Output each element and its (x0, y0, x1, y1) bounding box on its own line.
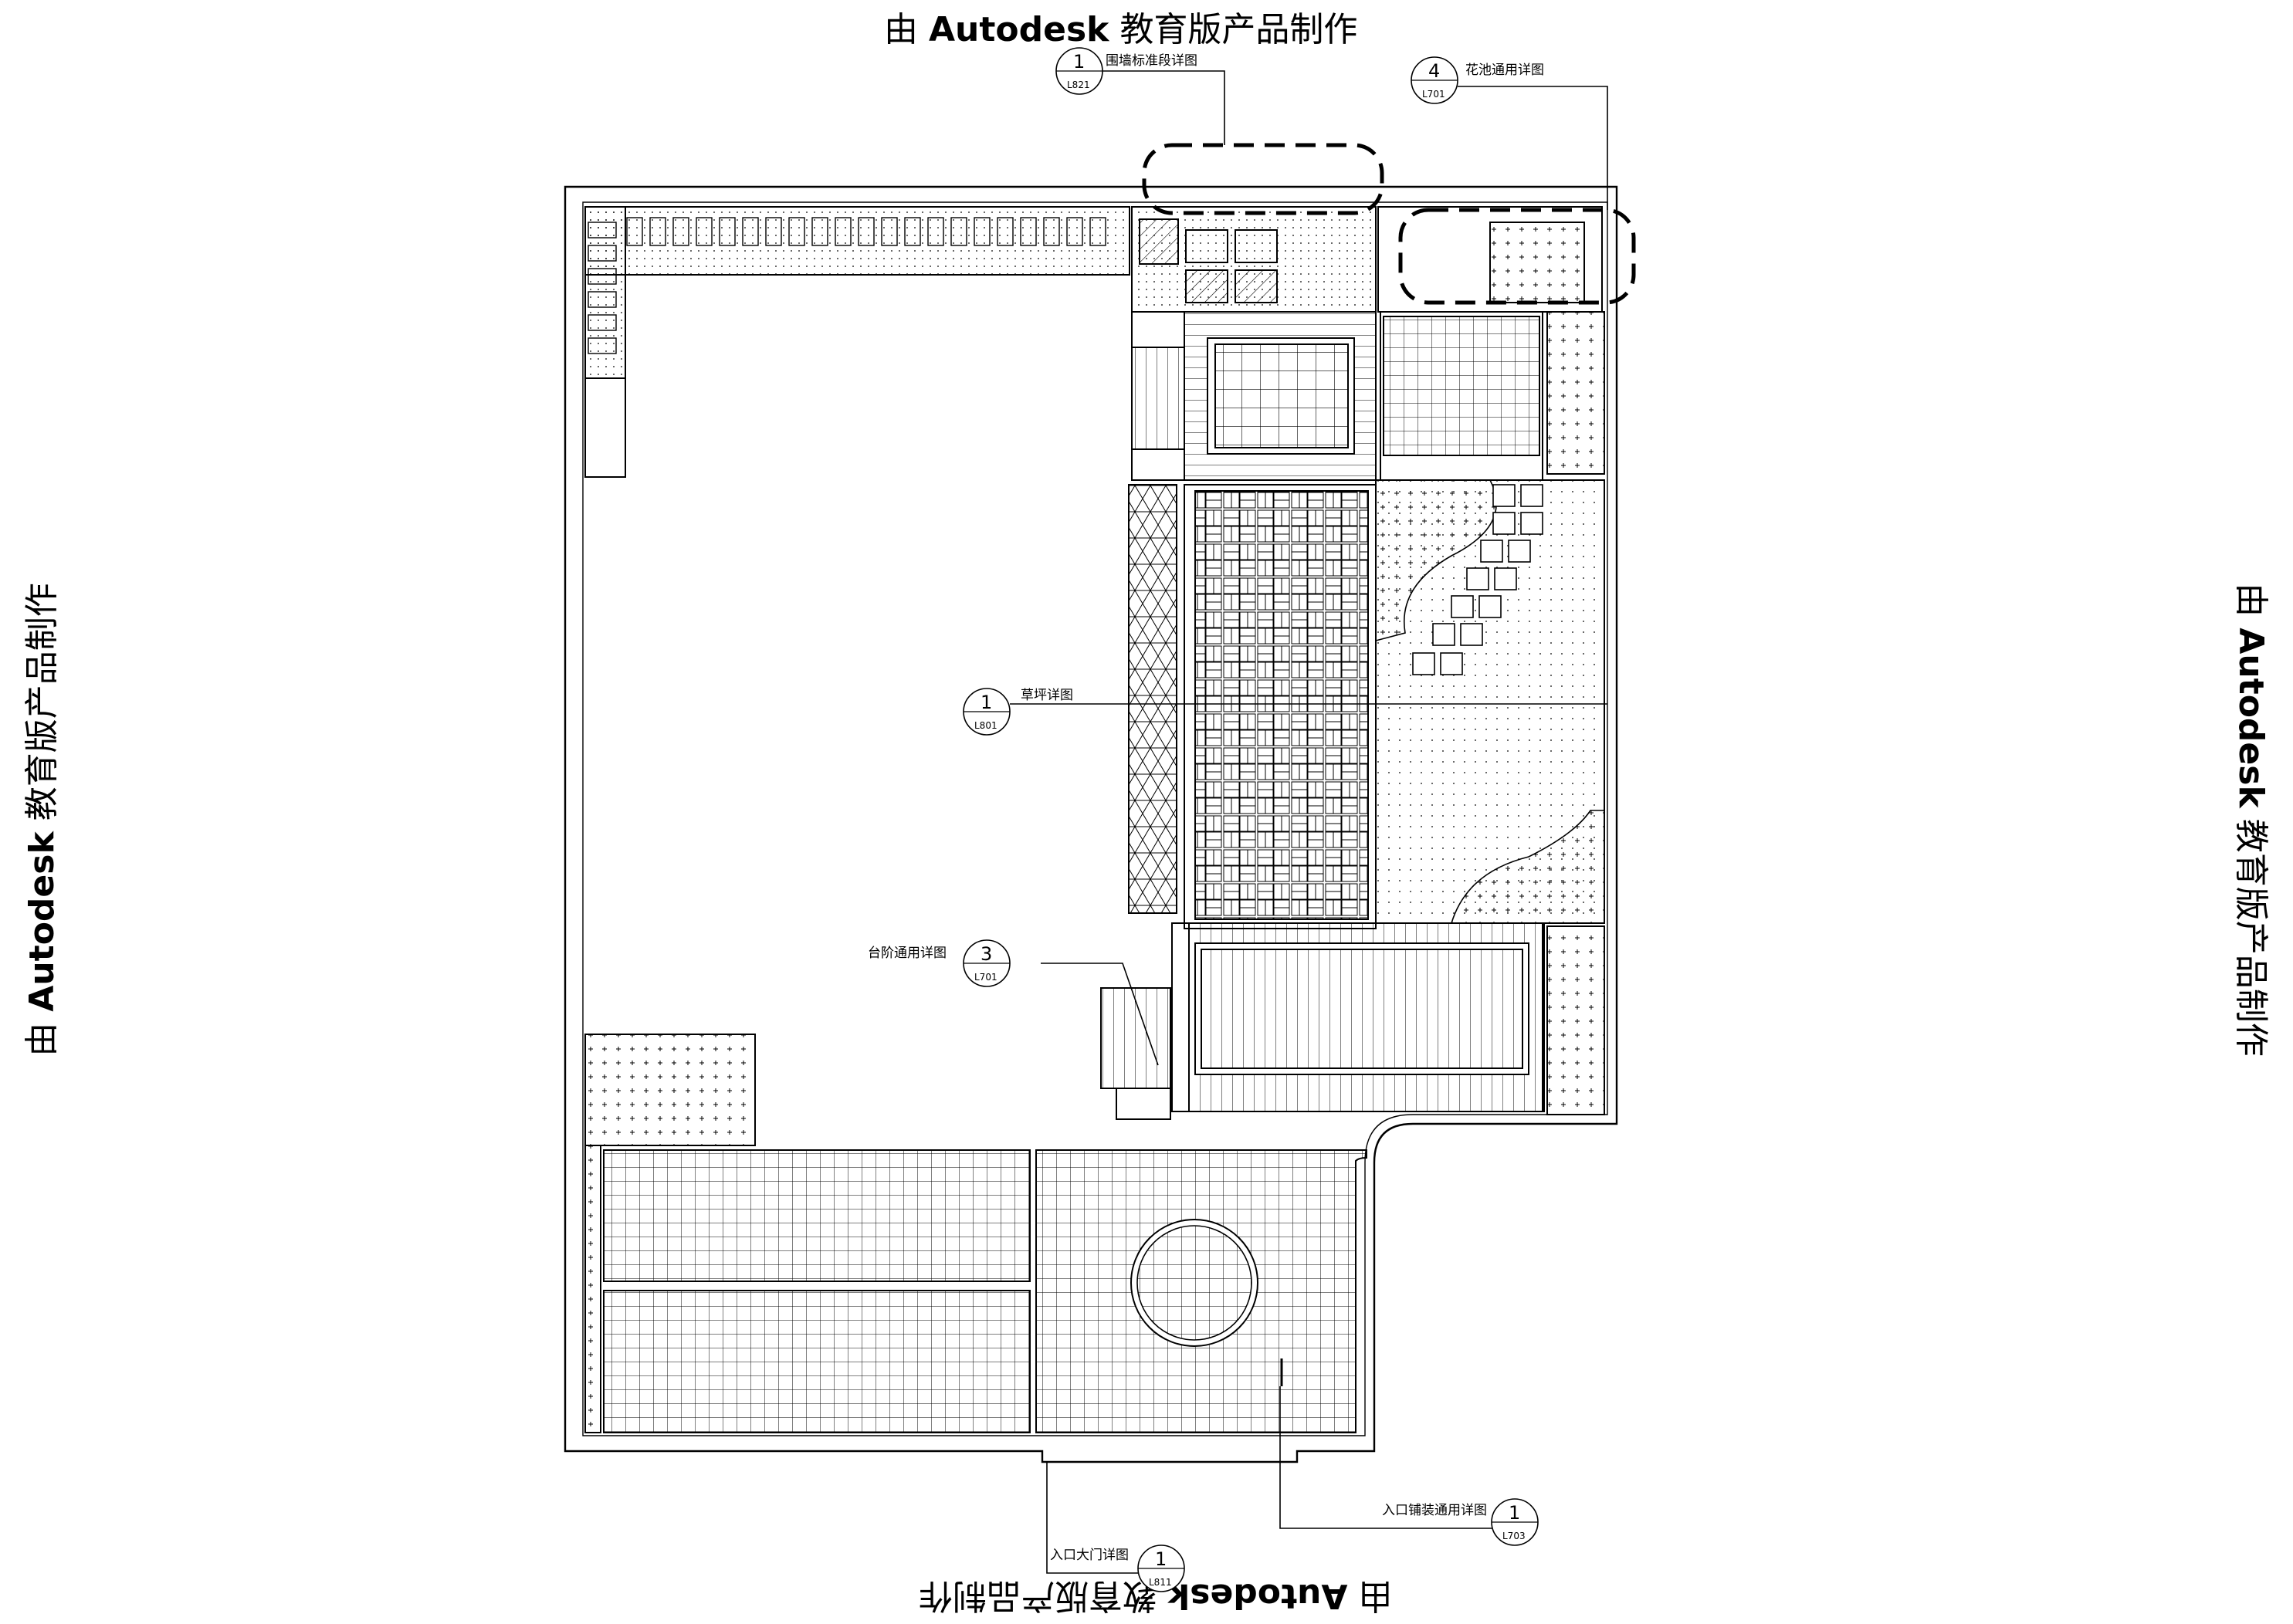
callout-lawn: 1 L801 草坪详图 (963, 688, 1073, 736)
wall-piers-top (588, 217, 1106, 354)
callout-wall-label: 围墙标准段详图 (1106, 53, 1197, 69)
callout-lawn-sheet: L801 (974, 720, 997, 731)
callout-paving-label: 入口铺装通用详图 (1382, 1503, 1487, 1518)
callout-wall-sheet: L821 (1067, 80, 1090, 90)
callout-gate-label: 入口大门详图 (1050, 1548, 1129, 1563)
callout-planter-sheet: L701 (1422, 89, 1445, 100)
callout-wall-number: 1 (1073, 51, 1085, 73)
site-boundary (564, 185, 1618, 1463)
callout-gate-number: 1 (1155, 1548, 1167, 1570)
callout-gate: 1 L811 入口大门详图 (1050, 1544, 1185, 1592)
callout-gate-sheet: L811 (1149, 1577, 1172, 1588)
callout-paving: 1 L703 入口铺装通用详图 (1382, 1498, 1539, 1546)
callout-paving-sheet: L703 (1502, 1531, 1526, 1541)
steps (1100, 987, 1171, 1089)
stepping-stones (1412, 484, 1543, 675)
callout-paving-number: 1 (1509, 1502, 1520, 1524)
planter-bed (1489, 222, 1585, 303)
planter-detail-bubble (1398, 208, 1636, 305)
callout-steps: 3 L701 台阶通用详图 (868, 939, 1011, 987)
callout-planter-label: 花池通用详图 (1465, 63, 1544, 78)
callout-planter: 4 L701 花池通用详图 (1411, 56, 1544, 104)
callout-lawn-label: 草坪详图 (1021, 688, 1073, 703)
callout-wall: 1 L821 围墙标准段详图 (1055, 47, 1197, 95)
site-boundary-inner (582, 201, 1608, 1436)
callout-planter-number: 4 (1428, 60, 1440, 82)
callout-steps-sheet: L701 (974, 972, 997, 983)
wall-detail-bubble (1142, 143, 1384, 215)
callout-steps-label: 台阶通用详图 (868, 946, 947, 961)
callout-steps-number: 3 (981, 943, 992, 965)
watermark-top: 由 Autodesk 教育版产品制作 (884, 10, 1358, 49)
triangle-strip (1128, 484, 1177, 914)
top-strip (584, 206, 1130, 276)
callout-lawn-number: 1 (981, 692, 992, 713)
